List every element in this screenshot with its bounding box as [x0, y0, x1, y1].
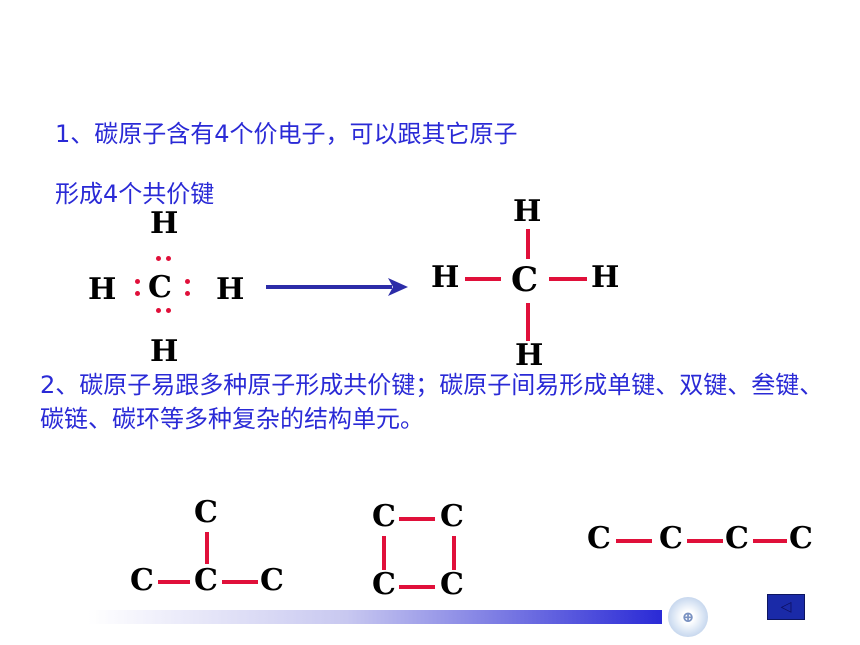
branch-c-left: C [130, 563, 154, 598]
bond-line [465, 277, 501, 281]
bond-line [753, 539, 787, 543]
bond-line [158, 580, 190, 584]
chain-c-1: C [587, 521, 611, 556]
chain-c-3: C [725, 521, 749, 556]
branch-c-right: C [260, 563, 284, 598]
struct-c-center: C [511, 260, 539, 300]
electron-dot [166, 256, 171, 261]
lewis-h-top: H [150, 206, 179, 241]
branch-c-top: C [194, 495, 218, 530]
lewis-h-left: H [88, 272, 117, 307]
bond-line [452, 536, 456, 570]
electron-dot [135, 291, 140, 296]
lewis-structure-methane: H H C H H [80, 205, 260, 375]
bond-line [382, 536, 386, 570]
footer-gradient-bar [88, 610, 662, 624]
bond-line [399, 517, 435, 521]
chain-c-2: C [659, 521, 683, 556]
paragraph-2: 2、碳原子易跟多种原子形成共价键；碳原子间易形成单键、双键、叁键、碳链、碳环等多… [40, 371, 824, 433]
carbon-ring: C C C C [370, 500, 480, 610]
back-arrow-icon: ◁ [780, 599, 792, 615]
structural-formula-methane: H H C H H [425, 195, 625, 375]
linear-carbon-chain: C C C C [587, 522, 827, 562]
bond-line [549, 277, 587, 281]
electron-dot [185, 291, 190, 296]
struct-h-bottom: H [515, 338, 544, 373]
electron-dot [166, 308, 171, 313]
arrow-head-icon [388, 278, 408, 296]
lewis-h-right: H [216, 272, 245, 307]
transform-arrow [266, 276, 416, 298]
school-logo-icon: ⊕ [668, 597, 708, 637]
electron-dot [185, 279, 190, 284]
paragraph-1-line-1: 1、碳原子含有4个价电子，可以跟其它原子 [55, 120, 518, 148]
arrow-shaft [266, 285, 392, 289]
bond-line [616, 539, 652, 543]
lewis-c-center: C [148, 270, 172, 305]
branched-carbon-chain: C C C C [128, 498, 298, 603]
bond-line [399, 585, 435, 589]
electron-dot [135, 279, 140, 284]
struct-h-right: H [591, 260, 620, 295]
bond-line [687, 539, 723, 543]
back-button[interactable]: ◁ [767, 594, 805, 620]
chain-c-4: C [789, 521, 813, 556]
ring-c-top-left: C [372, 499, 396, 534]
ring-c-top-right: C [440, 499, 464, 534]
struct-h-left: H [431, 260, 460, 295]
electron-dot [156, 308, 161, 313]
bond-line [526, 229, 530, 259]
ring-c-bottom-left: C [372, 567, 396, 602]
ring-c-bottom-right: C [440, 567, 464, 602]
lewis-h-bottom: H [150, 334, 179, 369]
paragraph-1-line-2: 形成4个共价键 [55, 180, 215, 208]
struct-h-top: H [513, 194, 542, 229]
branch-c-center: C [194, 563, 218, 598]
bond-line [222, 580, 258, 584]
bond-line [526, 303, 530, 341]
electron-dot [156, 256, 161, 261]
bond-line [205, 532, 209, 564]
